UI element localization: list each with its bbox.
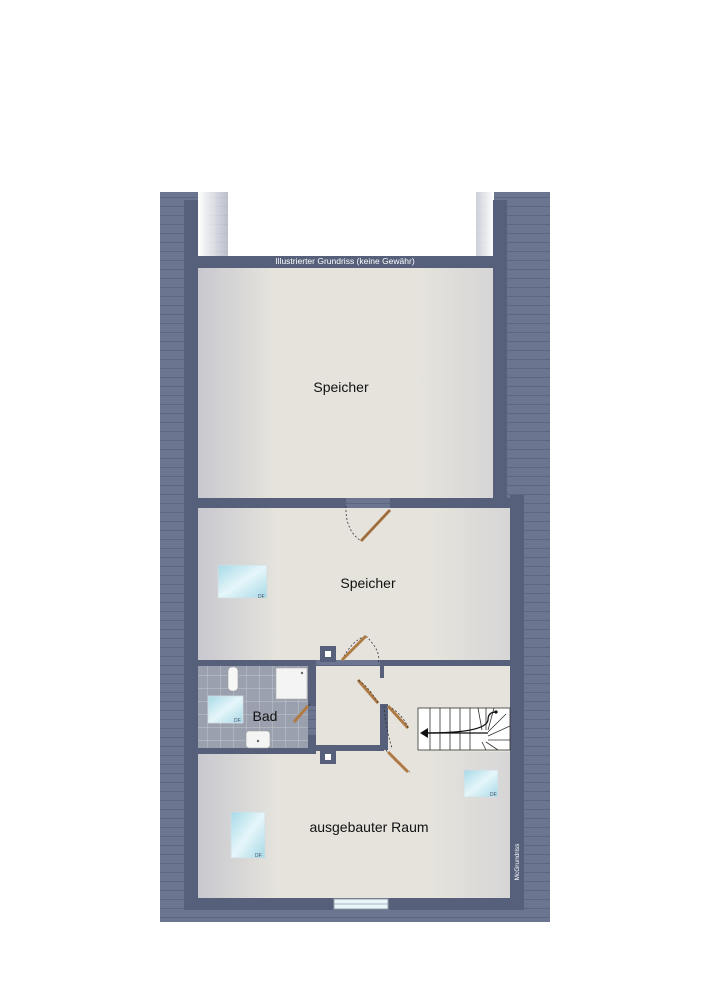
- room-label-speicher-top: Speicher: [313, 379, 369, 395]
- door-middle-2: [356, 679, 380, 704]
- pillar-inner-2: [325, 754, 331, 760]
- shower-tray: [275, 667, 308, 700]
- toilet: [227, 666, 239, 692]
- svg-text:DF: DF: [258, 594, 265, 600]
- skylight-speicher: DF: [217, 564, 268, 600]
- svg-text:DF: DF: [255, 853, 262, 859]
- room-label-bad: Bad: [253, 708, 278, 724]
- watermark: McGrundriss: [514, 843, 521, 881]
- door-middle-1: [340, 634, 380, 664]
- pillar-inner: [325, 651, 331, 657]
- room-label-ausgebauter-raum: ausgebauter Raum: [309, 819, 428, 835]
- room-label-speicher-middle: Speicher: [340, 575, 396, 591]
- door-bad: [292, 703, 311, 723]
- skylight-raum-left: DF: [230, 811, 266, 859]
- floor-area: [198, 268, 512, 898]
- sink: [245, 730, 271, 749]
- svg-text:DF: DF: [234, 718, 241, 724]
- svg-text:DF: DF: [490, 792, 497, 798]
- door-raum: [383, 704, 411, 774]
- staircase: [417, 707, 511, 751]
- plan-title: Illustrierter Grundriss (keine Gewähr): [275, 256, 415, 266]
- skylight-raum-right: DF: [463, 769, 499, 798]
- skylight-bad: DF: [207, 695, 244, 724]
- door-speicher: [345, 505, 392, 543]
